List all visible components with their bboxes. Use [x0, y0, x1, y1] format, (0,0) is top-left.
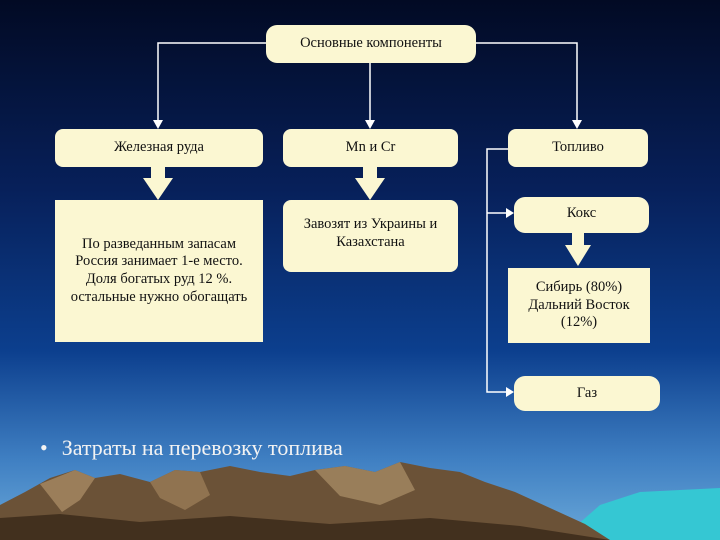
block-arrow-mncr — [355, 166, 385, 200]
node-iron-ore: Железная руда — [55, 129, 263, 167]
node-mn-cr-note: Завозят из Украины и Казахстана — [283, 200, 458, 272]
bullet-point: • Затраты на перевозку топлива — [40, 435, 343, 461]
connector-root-to-iron — [157, 42, 266, 122]
connector-fuel-branch — [486, 148, 508, 393]
node-mn-cr-label: Mn и Cr — [345, 139, 396, 156]
root-node-main-components: Основные компоненты — [266, 25, 476, 63]
arrowhead-iron — [153, 120, 163, 129]
node-fuel-label: Топливо — [552, 139, 604, 156]
connector-root-to-fuel — [476, 42, 578, 122]
node-gas-label: Газ — [576, 384, 598, 401]
mountain-foreground — [0, 514, 610, 540]
node-mn-cr: Mn и Cr — [283, 129, 458, 167]
node-fuel: Топливо — [508, 129, 648, 167]
node-coke-note: Сибирь (80%) Дальний Восток (12%) — [508, 268, 650, 343]
arrowhead-gas — [506, 387, 514, 397]
bullet-symbol: • — [40, 435, 48, 460]
node-gas: Газ — [514, 376, 660, 411]
node-coke: Кокс — [514, 197, 649, 233]
node-iron-ore-note: По разведанным запасам Россия занимает 1… — [55, 200, 263, 342]
node-mn-cr-note-text: Завозят из Украины и Казахстана — [303, 216, 438, 250]
node-coke-label: Кокс — [566, 205, 597, 221]
mountain-ridge-right — [315, 462, 415, 505]
block-arrow-iron — [143, 166, 173, 200]
arrowhead-mncr — [365, 120, 375, 129]
arrowhead-fuel — [572, 120, 582, 129]
bullet-text: Затраты на перевозку топлива — [61, 435, 343, 460]
mountain-ridge-left — [40, 470, 95, 512]
mountain-ridge-mid — [150, 470, 210, 510]
node-iron-ore-note-text: По разведанным запасам Россия занимает 1… — [70, 235, 248, 305]
node-iron-ore-label: Железная руда — [114, 139, 204, 156]
block-arrow-coke — [565, 232, 591, 266]
arrowhead-coke — [506, 208, 514, 218]
node-coke-note-text: Сибирь (80%) Дальний Восток (12%) — [528, 278, 630, 331]
root-node-label: Основные компоненты — [300, 35, 442, 52]
sea-water — [560, 488, 720, 540]
